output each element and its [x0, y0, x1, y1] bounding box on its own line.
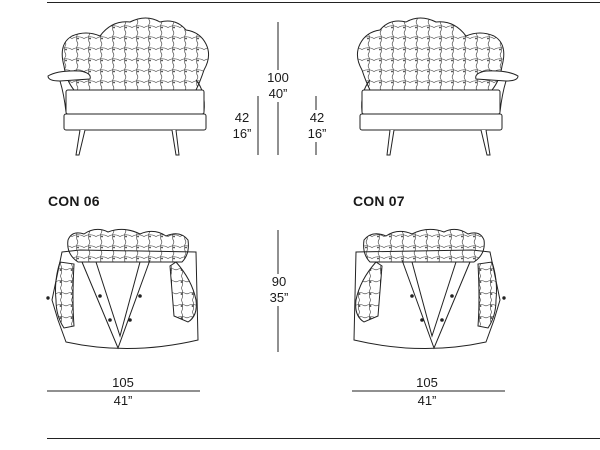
con06-width-label: 105 41”	[100, 375, 146, 409]
con07-model-label: CON 07	[353, 193, 405, 209]
con07-front-view	[356, 17, 519, 156]
con06-top-right-arm	[169, 261, 197, 323]
con07-front-seat	[361, 89, 501, 115]
con07-top-view	[353, 228, 506, 350]
top-border-rule	[47, 2, 600, 3]
bottom-border-rule	[47, 438, 600, 439]
seat-height-left-cm: 42	[234, 110, 250, 125]
con06-top-back-quilt	[67, 228, 189, 263]
depth-cm: 90	[271, 274, 287, 289]
con07-front-backrest	[356, 17, 505, 91]
con06-front-armrest	[47, 70, 91, 82]
total-height-cm: 100	[267, 70, 289, 85]
con07-front-base	[359, 113, 503, 131]
con07-top-back-quilt	[363, 228, 485, 263]
total-height-in: 40”	[268, 86, 288, 101]
seat-height-left-in: 16”	[232, 126, 252, 141]
con07-front-leg-left	[480, 129, 491, 156]
con06-top-left-arm	[55, 261, 75, 329]
con06-width-cm: 105	[112, 375, 134, 390]
con06-top-view	[46, 228, 199, 350]
seat-height-right-in: 16”	[307, 126, 327, 141]
con07-front-leg-right	[386, 129, 395, 156]
con07-top-right-arm	[355, 261, 383, 323]
con06-front-view	[47, 17, 210, 156]
con06-width-in: 41”	[113, 393, 133, 408]
con07-top-left-arm	[477, 261, 497, 329]
con06-front-seat	[65, 89, 205, 115]
con07-width-in: 41”	[417, 393, 437, 408]
con06-top-outline	[51, 249, 199, 349]
con06-front-leg-left	[75, 129, 86, 156]
total-height-label: 100 40”	[262, 70, 294, 102]
seat-height-label-left: 42 16”	[230, 110, 254, 142]
con07-width-cm: 105	[416, 375, 438, 390]
seat-height-right-cm: 42	[309, 110, 325, 125]
con06-front-base	[63, 113, 207, 131]
con07-width-label: 105 41”	[404, 375, 450, 409]
con07-front-armrest	[475, 70, 519, 82]
depth-label: 90 35”	[264, 274, 294, 306]
con07-top-outline	[353, 249, 501, 349]
con06-front-leg-right	[171, 129, 180, 156]
con06-front-backrest	[61, 17, 210, 91]
con06-model-label: CON 06	[48, 193, 100, 209]
depth-in: 35”	[269, 290, 289, 305]
seat-height-label-right: 42 16”	[306, 110, 328, 142]
